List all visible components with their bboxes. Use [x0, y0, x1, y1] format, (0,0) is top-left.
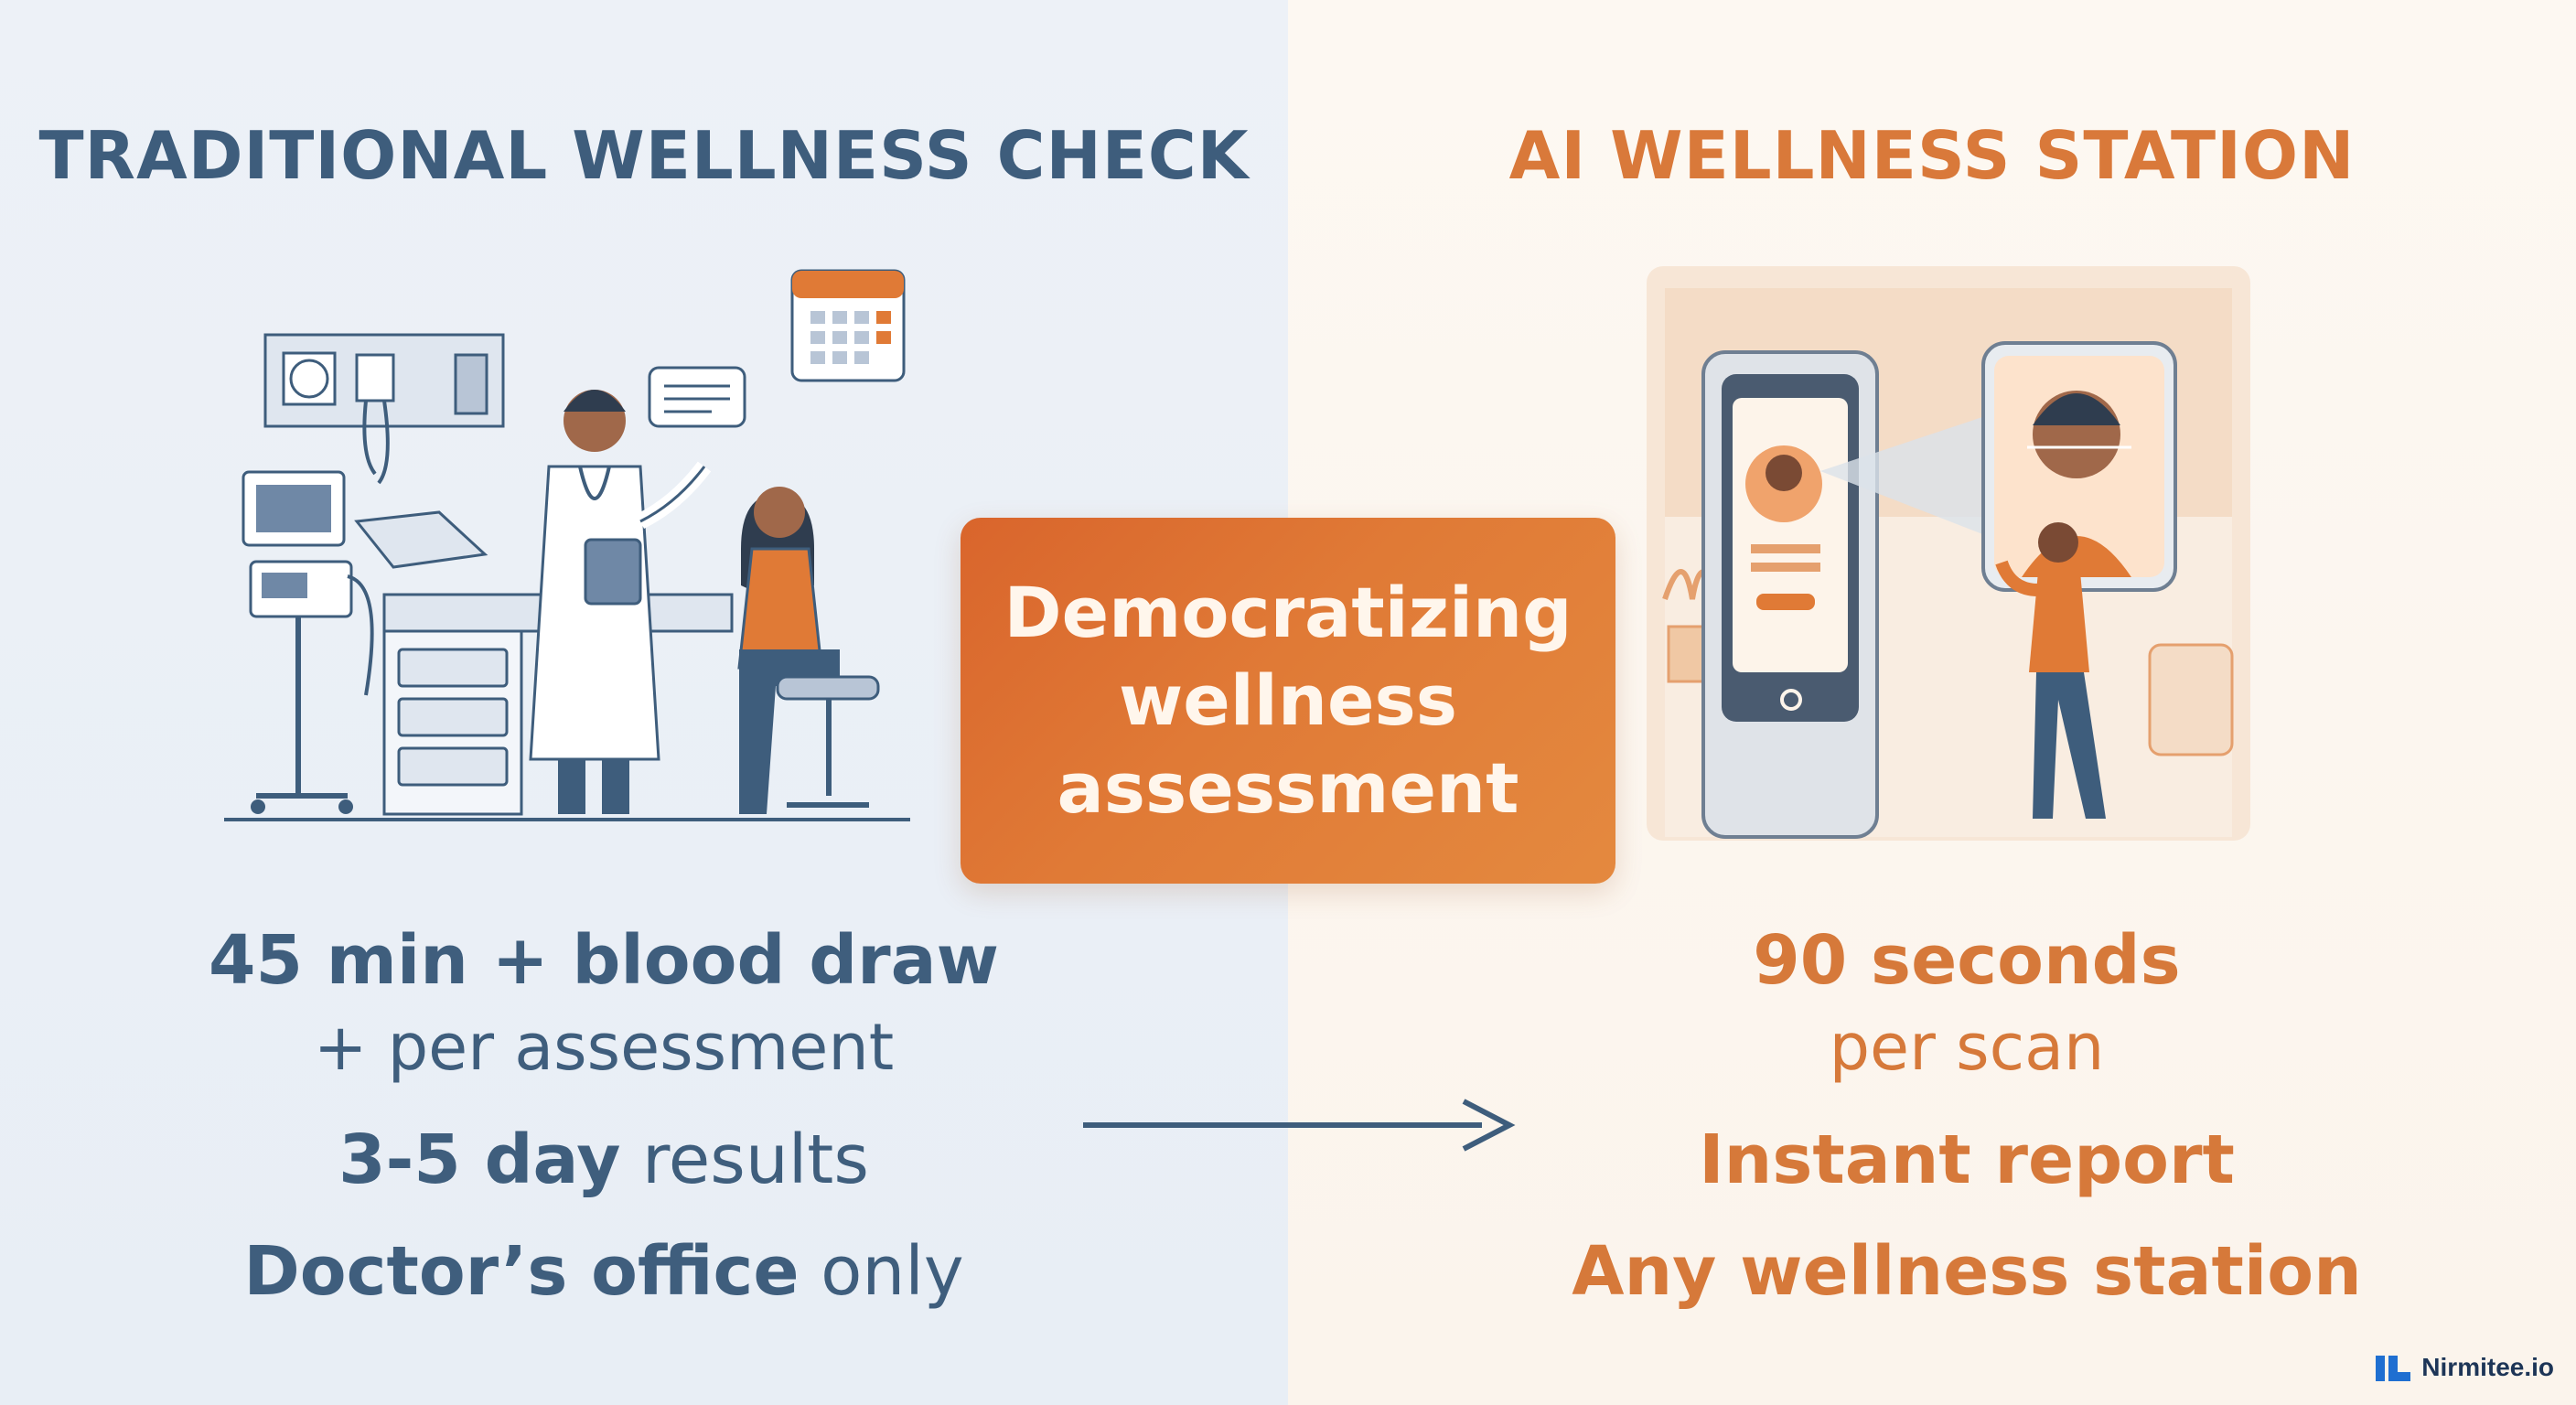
brand-name: Nirmitee.io: [2421, 1353, 2554, 1381]
traditional-heading: TRADITIONAL WELLNESS CHECK: [38, 117, 1250, 194]
arrow-right-icon: [1083, 1099, 1516, 1152]
ai-kiosk-illustration: [1647, 266, 2250, 841]
ai-duration: 90 seconds: [1753, 921, 2181, 1000]
ai-stats: 90 seconds per scan Instant report Any w…: [1546, 915, 2388, 1317]
brand: Nirmitee.io: [2376, 1352, 2554, 1383]
ai-duration-sub: per scan: [1829, 1010, 2105, 1085]
doctor-office-illustration: [224, 269, 910, 821]
traditional-location: Doctor’s office only: [183, 1226, 1025, 1317]
ai-results: Instant report: [1699, 1121, 2235, 1199]
traditional-results-rest: results: [620, 1121, 869, 1199]
ai-location: Any wellness station: [1572, 1232, 2362, 1311]
traditional-stats: 45 min + blood draw + per assessment 3-5…: [183, 915, 1025, 1317]
traditional-location-bold: Doctor’s office: [243, 1232, 800, 1311]
center-badge: Democratizing wellness assessment: [961, 518, 1615, 884]
traditional-location-rest: only: [799, 1232, 964, 1311]
traditional-results: 3-5 day results: [183, 1114, 1025, 1206]
traditional-duration: 45 min + blood draw: [209, 921, 999, 1000]
traditional-results-bold: 3-5 day: [338, 1121, 621, 1199]
nirmitee-logo-icon: [2376, 1356, 2411, 1381]
ai-heading: AI WELLNESS STATION: [1508, 117, 2356, 194]
traditional-duration-sub: + per assessment: [313, 1010, 895, 1085]
badge-text: Democratizing wellness assessment: [1004, 572, 1572, 829]
